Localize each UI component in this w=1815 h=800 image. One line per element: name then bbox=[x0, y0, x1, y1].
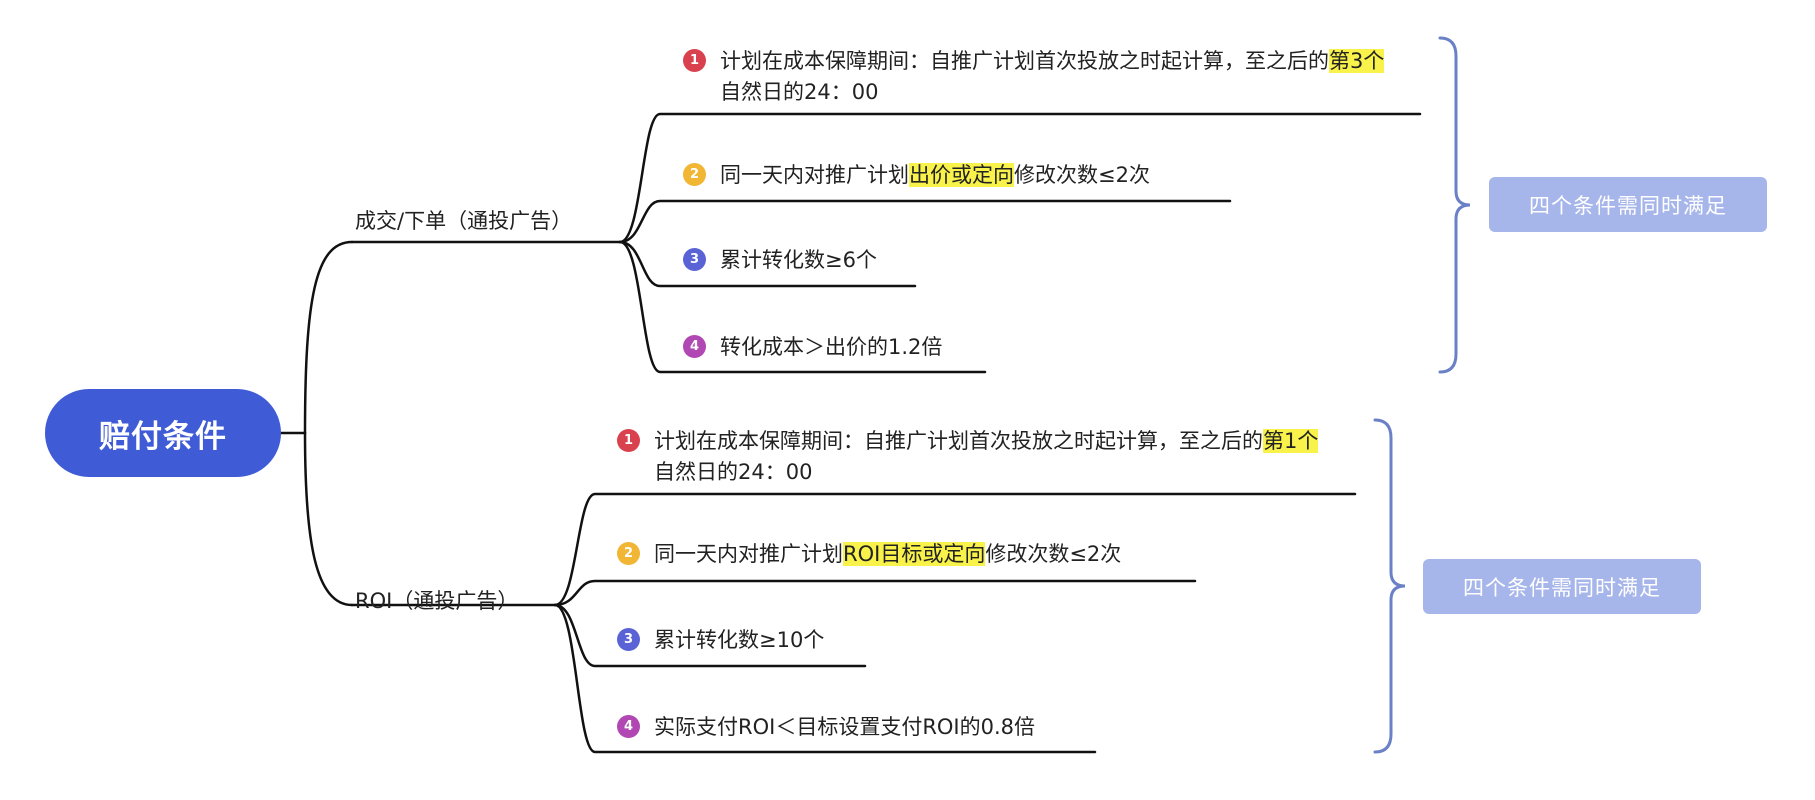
leaf-connector-roi-2 bbox=[553, 579, 1197, 607]
leaf-text-post: 自然日的24：00 bbox=[720, 80, 879, 104]
leaf-roi-4: 4 实际支付ROI＜目标设置支付ROI的0.8倍 bbox=[617, 712, 1337, 743]
leaf-connector-roi-3 bbox=[553, 603, 867, 668]
leaf-roi-3: 3 累计转化数≥10个 bbox=[617, 625, 1337, 656]
leaf-deal-2: 2 同一天内对推广计划出价或定向修改次数≤2次 bbox=[683, 160, 1403, 191]
number-badge-3: 3 bbox=[617, 628, 640, 651]
leaf-connector-roi-1 bbox=[553, 492, 1357, 607]
leaf-connector-roi-4 bbox=[553, 603, 1097, 754]
branch-label-deal: 成交/下单（通投广告） bbox=[355, 209, 573, 233]
number-badge-1: 1 bbox=[683, 49, 706, 72]
bracket-roi bbox=[1373, 418, 1406, 754]
branch-connector-deal bbox=[303, 240, 354, 435]
leaf-deal-1: 1 计划在成本保障期间：自推广计划首次投放之时起计算，至之后的第3个自然日的24… bbox=[683, 46, 1403, 108]
leaf-connector-deal-1 bbox=[618, 112, 1422, 244]
leaf-connector-deal-3 bbox=[618, 240, 917, 288]
leaf-text-post: 修改次数≤2次 bbox=[1014, 163, 1150, 187]
leaf-text-pre: 转化成本＞出价的1.2倍 bbox=[720, 335, 943, 359]
leaf-text-pre: 同一天内对推广计划 bbox=[720, 163, 909, 187]
note-label: 四个条件需同时满足 bbox=[1529, 193, 1727, 218]
note-label: 四个条件需同时满足 bbox=[1463, 575, 1661, 600]
leaf-text-pre: 累计转化数≥6个 bbox=[720, 248, 877, 272]
leaf-text-pre: 同一天内对推广计划 bbox=[654, 542, 843, 566]
leaf-text: 累计转化数≥6个 bbox=[720, 245, 877, 276]
note-box-deal: 四个条件需同时满足 bbox=[1489, 177, 1767, 232]
leaf-text: 同一天内对推广计划出价或定向修改次数≤2次 bbox=[720, 160, 1150, 191]
number-badge-1: 1 bbox=[617, 429, 640, 452]
number-badge-3: 3 bbox=[683, 248, 706, 271]
number-badge-4: 4 bbox=[617, 715, 640, 738]
leaf-roi-1: 1 计划在成本保障期间：自推广计划首次投放之时起计算，至之后的第1个自然日的24… bbox=[617, 426, 1337, 488]
number-badge-4: 4 bbox=[683, 335, 706, 358]
leaf-text: 实际支付ROI＜目标设置支付ROI的0.8倍 bbox=[654, 712, 1035, 743]
branch-connector-roi bbox=[303, 431, 354, 607]
number-badge-2: 2 bbox=[683, 163, 706, 186]
root-label: 赔付条件 bbox=[99, 418, 227, 455]
leaf-text-highlight: 第1个 bbox=[1263, 429, 1319, 453]
leaf-connector-deal-2 bbox=[618, 199, 1232, 244]
leaf-connector-deal-4 bbox=[618, 240, 987, 374]
number-badge-2: 2 bbox=[617, 542, 640, 565]
leaf-text: 转化成本＞出价的1.2倍 bbox=[720, 332, 942, 363]
leaf-text: 计划在成本保障期间：自推广计划首次投放之时起计算，至之后的第3个自然日的24：0… bbox=[720, 46, 1403, 108]
leaf-text-highlight: ROI目标或定向 bbox=[843, 542, 986, 566]
leaf-text-post: 自然日的24：00 bbox=[654, 460, 813, 484]
leaf-text: 同一天内对推广计划ROI目标或定向修改次数≤2次 bbox=[654, 539, 1121, 570]
leaf-text-pre: 计划在成本保障期间：自推广计划首次投放之时起计算，至之后的 bbox=[654, 429, 1263, 453]
leaf-text-pre: 累计转化数≥10个 bbox=[654, 628, 825, 652]
bracket-deal bbox=[1438, 36, 1471, 374]
leaf-deal-4: 4 转化成本＞出价的1.2倍 bbox=[683, 332, 1403, 363]
leaf-text-pre: 计划在成本保障期间：自推广计划首次投放之时起计算，至之后的 bbox=[720, 49, 1329, 73]
leaf-text: 累计转化数≥10个 bbox=[654, 625, 824, 656]
leaf-roi-2: 2 同一天内对推广计划ROI目标或定向修改次数≤2次 bbox=[617, 539, 1337, 570]
branch-label-roi: ROI（通投广告） bbox=[355, 589, 519, 613]
leaf-text-pre: 实际支付ROI＜目标设置支付ROI的0.8倍 bbox=[654, 715, 1036, 739]
leaf-text-post: 修改次数≤2次 bbox=[985, 542, 1122, 566]
leaf-text: 计划在成本保障期间：自推广计划首次投放之时起计算，至之后的第1个自然日的24：0… bbox=[654, 426, 1337, 488]
leaf-deal-3: 3 累计转化数≥6个 bbox=[683, 245, 1403, 276]
leaf-text-highlight: 第3个 bbox=[1329, 49, 1385, 73]
root-node: 赔付条件 bbox=[45, 389, 281, 477]
leaf-text-highlight: 出价或定向 bbox=[909, 163, 1014, 187]
note-box-roi: 四个条件需同时满足 bbox=[1423, 559, 1701, 614]
